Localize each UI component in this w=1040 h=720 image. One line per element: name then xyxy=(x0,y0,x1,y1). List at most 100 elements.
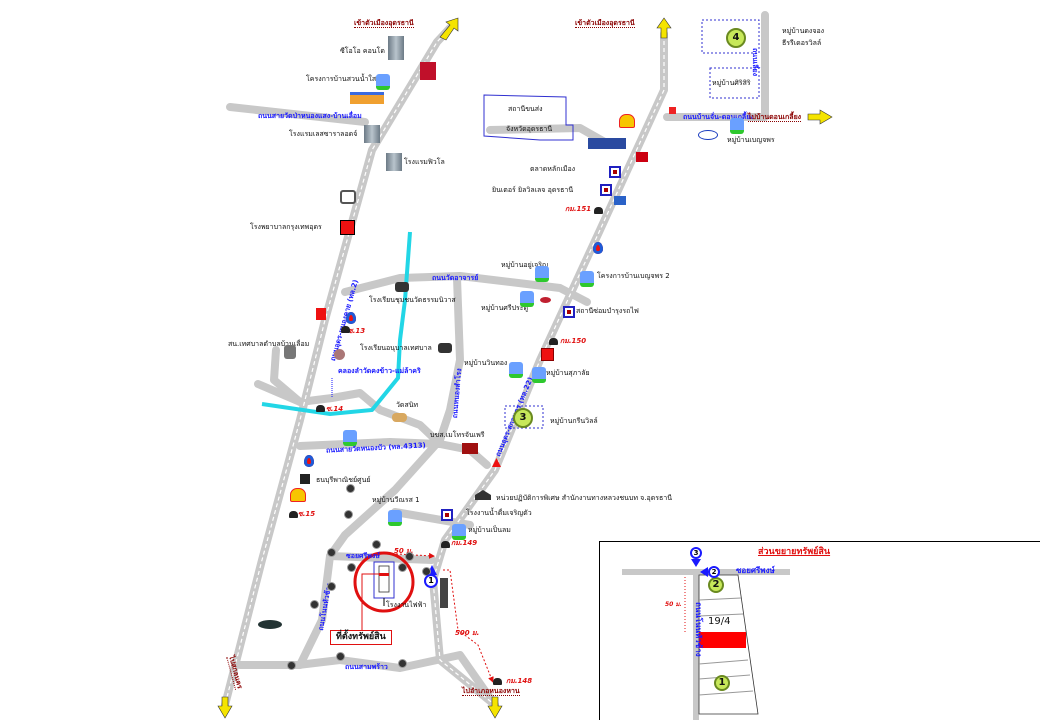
km-post-icon xyxy=(289,511,298,518)
label-to-city-1: เข้าตัวเมืองอุดรธานี xyxy=(354,19,414,28)
landmark-square-icon xyxy=(600,184,612,196)
hino-logo-icon xyxy=(636,152,648,162)
label-market: ตลาดหลักเมือง xyxy=(530,165,576,173)
municipality-emblem-icon xyxy=(284,345,296,359)
label-s15: ซ.15 xyxy=(298,510,316,518)
traffic-light-icon xyxy=(327,582,336,591)
label-road-wat-arjarn: ถนนวัดอาจารย์ xyxy=(432,274,479,282)
arrow-to-nong-han xyxy=(487,696,503,719)
label-village-sripradu: หมู่บ้านศรีประดู่ xyxy=(481,304,529,312)
river xyxy=(261,231,412,417)
traffic-light-icon xyxy=(346,484,355,493)
road-ban-chan xyxy=(663,11,769,121)
arrow-to-don-kliang xyxy=(807,109,833,125)
traffic-light-icon xyxy=(310,600,319,609)
label-km149: กม.149 xyxy=(451,539,478,547)
arrow-to-city-2 xyxy=(656,17,672,39)
label-road-sam-phrao: ถนนสามพร้าว xyxy=(345,663,388,671)
inset-soi-label: ซอยศรีพงษ์ xyxy=(736,566,775,575)
label-to-nong-han: ไปอำเภอหนองหาน xyxy=(462,687,520,696)
homemart-logo-icon xyxy=(588,138,626,149)
village-icon xyxy=(532,367,546,383)
label-to-city-2: เข้าตัวเมืองอุดรธานี xyxy=(575,19,635,28)
ford-logo-icon xyxy=(258,620,282,629)
landmark-icon xyxy=(334,349,345,360)
village-icon xyxy=(343,430,357,446)
landmark-square-icon xyxy=(609,166,621,178)
road-village-wina xyxy=(391,508,474,529)
inset-pin-2: 2 xyxy=(708,566,720,578)
government-office-icon xyxy=(475,490,491,500)
landmark-square-icon xyxy=(563,306,575,318)
village-siri-area xyxy=(709,67,760,99)
label-condo: ซีโอโอ คอนโด xyxy=(340,47,385,55)
bus-metro-icon xyxy=(462,443,478,454)
label-village-green: หมู่บ้านกรีนวิลล์ xyxy=(550,417,598,425)
km-post-icon xyxy=(549,338,558,345)
suzuki-logo-icon xyxy=(316,308,326,320)
label-temple: วัดสนิท xyxy=(396,401,419,409)
village-icon xyxy=(580,271,594,287)
label-km151: กม.151 xyxy=(565,205,592,213)
label-village-siri: หมู่บ้านศิริสิริ xyxy=(712,79,751,87)
road-non-hua-chang xyxy=(296,552,334,669)
inset-pin-3: 3 xyxy=(690,547,702,559)
label-bus-station-2: จังหวัดอุดรธานี xyxy=(506,125,553,133)
label-km148: กม.148 xyxy=(506,677,533,685)
traffic-light-icon xyxy=(344,510,353,519)
flag-logo-icon xyxy=(614,196,626,205)
road-soi-sriphong xyxy=(326,552,436,564)
makro-logo-icon xyxy=(541,348,554,361)
label-municipality: สน.เทศบาลตำบลบ้านเลื่อม xyxy=(228,340,310,348)
village-icon xyxy=(535,266,549,282)
km-post-icon xyxy=(341,326,350,333)
temple-icon xyxy=(392,413,407,422)
traffic-light-icon xyxy=(398,659,407,668)
label-road-bypass: ถนนเลี่ยง xyxy=(751,48,759,77)
ptt-station-icon xyxy=(593,242,603,254)
bus-station-area xyxy=(483,94,574,141)
inset-title: ส่วนขยายทรัพย์สิน xyxy=(758,547,831,557)
traffic-light-icon xyxy=(336,652,345,661)
label-village-penlom: หมู่บ้านเป็นลม xyxy=(468,526,511,534)
central-logo-icon xyxy=(420,62,436,80)
label-soi-sriphong: ซอยศรีพงษ์ xyxy=(346,552,380,560)
label-village-dongjong-2: ธีรรีเดอรวิลล์ xyxy=(782,39,822,47)
village-icon xyxy=(520,291,534,307)
traffic-light-icon xyxy=(287,661,296,670)
village-4-area xyxy=(701,19,760,54)
km-post-icon xyxy=(594,207,603,214)
hotel-building-icon xyxy=(364,125,380,143)
railway-segment xyxy=(440,578,448,608)
road-branch xyxy=(270,346,304,406)
property-inset-map: ส่วนขยายทรัพย์สิน ซอยศรีพงษ์ ถนนโนนหัวช้… xyxy=(599,541,1040,720)
label-project-suan-nam-sai: โครงการบ้านสวนน้ำใส xyxy=(306,75,377,83)
inset-marker-1: 1 xyxy=(714,675,730,691)
village-icon xyxy=(388,510,402,526)
village-icon xyxy=(730,118,744,134)
ptt-station-icon xyxy=(304,455,314,467)
label-factory: โรงงานไฟฟ้า xyxy=(386,601,427,609)
inset-marker-2: 2 xyxy=(708,577,724,593)
label-village-center: ยินเตอร์ ยิลวิลเลจ อุดรธานี xyxy=(492,186,574,194)
traffic-light-icon xyxy=(398,563,407,572)
label-special-unit: หน่วยปฏิบัติการพิเศษ สำนักงานทางหลวงชนบท… xyxy=(496,494,673,502)
arrow-to-city-1 xyxy=(439,17,459,41)
label-bus-metro: บขส.เมโทรจันเพรี xyxy=(430,431,485,439)
village-icon xyxy=(376,74,390,90)
mitsubishi-logo-icon xyxy=(492,458,501,467)
label-s13: ซ.13 xyxy=(348,327,366,335)
km-post-icon xyxy=(316,405,325,412)
label-dist-500: 500 ม. xyxy=(455,629,480,637)
label-dist-50: 50 ม. xyxy=(394,547,414,555)
label-bus-station-1: สถานีขนส่ง xyxy=(508,105,543,113)
label-canal: คลองลำวัดคงข้าว-แม่ล้าคริ xyxy=(338,367,421,375)
label-road-ban-chan: ถนนบ้านจั่น-ดอนเกลี้ยง xyxy=(683,113,754,121)
thanaburi-icon xyxy=(300,474,310,484)
traffic-light-icon xyxy=(405,552,414,561)
property-plot-red xyxy=(379,573,389,576)
hotel-building-icon xyxy=(386,153,402,171)
marker-3: 3 xyxy=(513,408,533,428)
marker-4: 4 xyxy=(726,28,746,48)
